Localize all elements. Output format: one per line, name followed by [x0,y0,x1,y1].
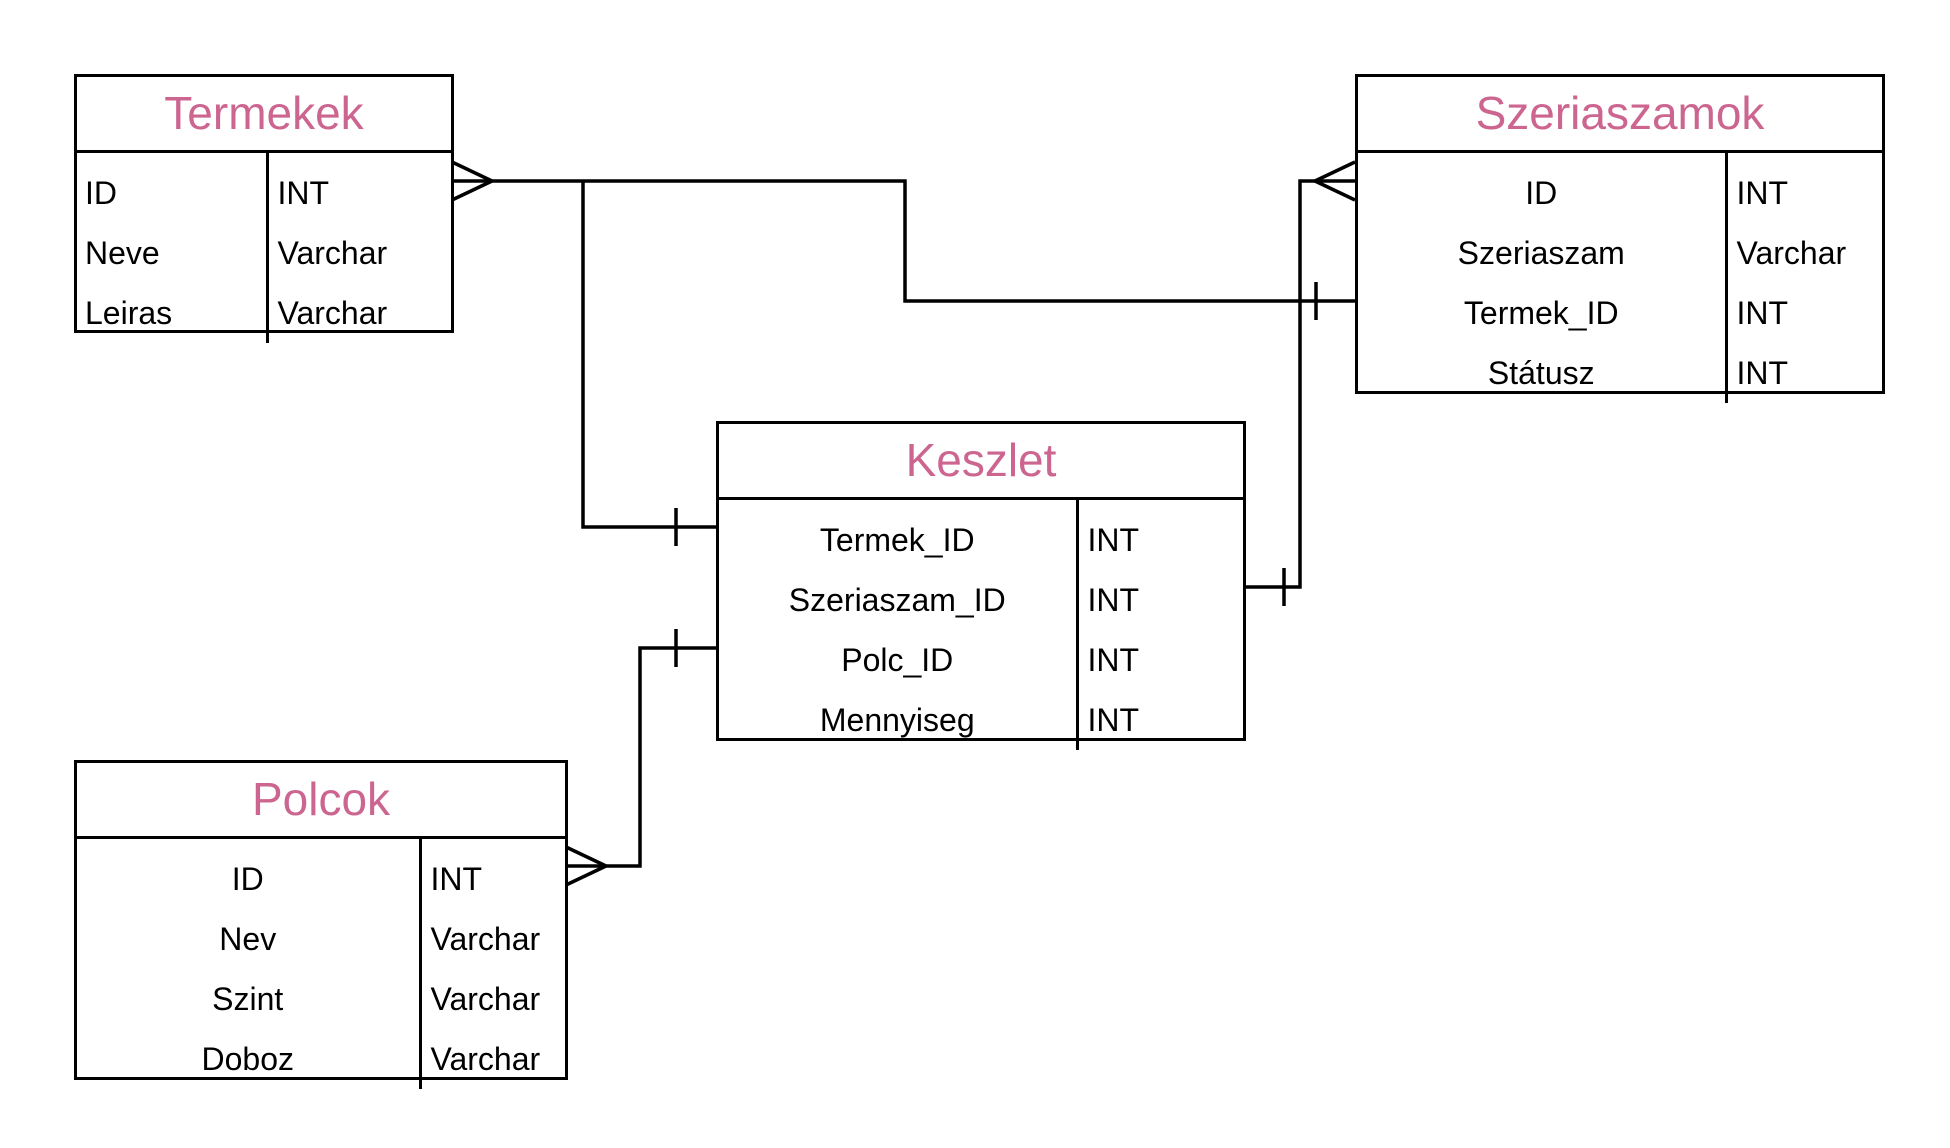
field-type: INT [1087,701,1140,738]
field-table: Termek_ID INT Szeriaszam_ID INT Polc_ID … [719,500,1139,750]
table-row: Szint Varchar [77,969,540,1029]
field-name: Neve [77,223,269,283]
field-name: Polc_ID [719,630,1079,690]
table-row: Nev Varchar [77,909,540,969]
field-type: INT [1736,174,1789,211]
field-table: ID INT Nev Varchar Szint Varchar Doboz V… [77,839,540,1089]
table-row: Mennyiseg INT [719,690,1139,750]
table-row: Doboz Varchar [77,1029,540,1089]
entity-polcok[interactable]: Polcok ID INT Nev Varchar Szint Varchar … [74,760,568,1089]
field-type: INT [1087,641,1140,678]
field-type: INT [1736,354,1789,391]
table-row: Termek_ID INT [1358,283,1846,343]
field-table: ID INT Neve Varchar Leiras Varchar [77,153,387,343]
field-type: Varchar [430,980,541,1017]
entity-title: Keszlet [719,424,1243,500]
field-type: INT [1736,294,1789,331]
entity-title: Polcok [77,763,565,839]
field-name: Nev [77,909,422,969]
field-type: Varchar [430,1040,541,1077]
table-row: Szeriaszam_ID INT [719,570,1139,630]
relationship-szeriaszamok-keszlet [1244,160,1356,606]
table-row: ID INT [77,153,387,223]
field-name: ID [1358,153,1728,223]
relationship-termekek-szeriaszamok [451,160,1355,320]
table-row: ID INT [77,839,540,909]
relationship-termekek-keszlet [581,181,716,546]
field-type: Varchar [277,294,388,331]
field-name: Szint [77,969,422,1029]
field-type: INT [277,174,330,211]
table-row: Státusz INT [1358,343,1846,403]
table-row: Neve Varchar [77,223,387,283]
field-type: Varchar [430,920,541,957]
field-name: Doboz [77,1029,422,1089]
field-name: Státusz [1358,343,1728,403]
entity-title: Szeriaszamok [1358,77,1882,153]
entity-szeriaszamok[interactable]: Szeriaszamok ID INT Szeriaszam Varchar T… [1355,74,1885,403]
field-name: ID [77,839,422,909]
field-type: INT [1087,521,1140,558]
field-name: Mennyiseg [719,690,1079,750]
field-table: ID INT Szeriaszam Varchar Termek_ID INT … [1358,153,1846,403]
field-name: Termek_ID [719,500,1079,570]
field-name: ID [77,153,269,223]
field-name: Termek_ID [1358,283,1728,343]
field-type: INT [1087,581,1140,618]
table-row: Leiras Varchar [77,283,387,343]
table-row: Szeriaszam Varchar [1358,223,1846,283]
relationship-polcok-keszlet [565,629,716,887]
field-type: Varchar [1736,234,1847,271]
entity-termekek[interactable]: Termekek ID INT Neve Varchar Leiras Varc… [74,74,454,343]
field-name: Szeriaszam [1358,223,1728,283]
entity-title: Termekek [77,77,451,153]
field-name: Szeriaszam_ID [719,570,1079,630]
table-row: ID INT [1358,153,1846,223]
table-row: Termek_ID INT [719,500,1139,570]
entity-keszlet[interactable]: Keszlet Termek_ID INT Szeriaszam_ID INT … [716,421,1246,750]
field-type: Varchar [277,234,388,271]
field-type: INT [430,860,483,897]
table-row: Polc_ID INT [719,630,1139,690]
field-name: Leiras [77,283,269,343]
